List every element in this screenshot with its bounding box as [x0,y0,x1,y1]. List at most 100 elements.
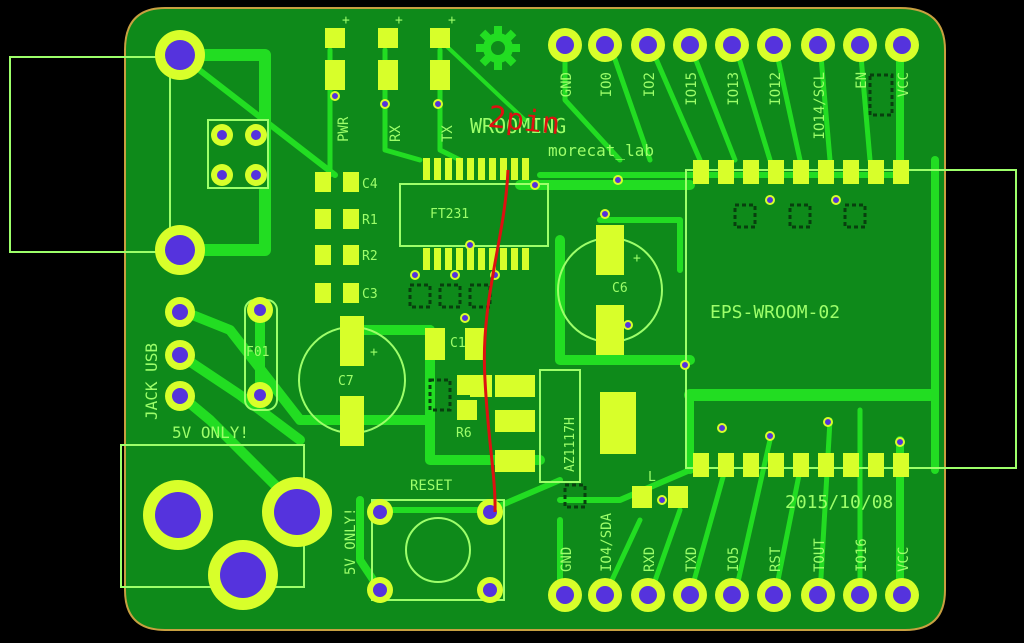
ft231-pin [434,248,441,270]
ft231-pin [489,248,496,270]
header-pin-label: IO2 [642,72,658,97]
author-label: morecat_lab [548,141,654,160]
led-rx-label: RX [388,125,404,142]
c7-polarity-label: + [370,345,378,360]
wroom-pad [793,160,809,184]
smd-pads [315,28,688,508]
silkscreen-labels: WROOMING morecat_lab 2015/10/08 EPS-WROO… [172,13,893,513]
ft231-pins [423,158,529,270]
jack-usb-pins [165,297,273,411]
ft231-pin [467,158,474,180]
ft231-pin [511,248,518,270]
wroom-module-pads [693,160,909,477]
five-v-only-vertical-label: 5V ONLY! [343,508,359,575]
usb-ic-label: FT231 [430,207,469,222]
jack-usb-label: JACK USB [142,343,161,420]
ft231-pin [522,248,529,270]
header-pin-drill [851,586,869,604]
wroom-pad [718,160,734,184]
r6-label: R6 [456,426,472,441]
header-pin-drill [723,36,741,54]
header-pin-drill [556,586,574,604]
c6-label: C6 [612,281,628,296]
header-pin-label: IO13 [726,72,742,106]
header-pin-drill [809,586,827,604]
wroom-pad [743,160,759,184]
date-label: 2015/10/08 [785,492,893,513]
r1-label: R1 [362,213,378,228]
header-pin-label: RXD [642,547,658,572]
header-pin-drill [639,586,657,604]
header-pin-label: IO14/SCL [812,72,828,139]
power-connector [207,119,269,189]
mount-pads [143,30,332,610]
regulator-label: AZ1117H [563,417,578,472]
wroom-pad [893,160,909,184]
red-annotation: 2pin [482,100,562,513]
header-bottom-pins [548,578,919,612]
header-pin-drill [556,36,574,54]
wroom-pad [843,160,859,184]
ft231-pin [445,158,452,180]
vias [330,91,905,505]
wroom-pad [793,453,809,477]
ft231-pin [478,158,485,180]
vertical-labels: PWR RX TX JACK USB 5V ONLY! AZ1117H [142,116,578,575]
header-pin-label: RST [768,546,784,572]
wroom-pad [818,453,834,477]
wroom-pad [693,453,709,477]
five-v-only-label: 5V ONLY! [172,423,249,442]
ft231-pin [423,158,430,180]
header-pin-label: VCC [896,72,912,97]
c6-polarity-label: + [633,251,641,266]
header-pin-drill [681,36,699,54]
led-tx-plus: + [448,13,456,28]
ft231-pin [445,248,452,270]
solder-mask-pads [408,73,894,509]
header-pin-label: TXD [684,547,700,572]
ft231-pin [456,158,463,180]
led-tx-label: TX [440,125,456,142]
ft231-pin [456,248,463,270]
led-pwr-plus: + [342,13,350,28]
wroom-pad [743,453,759,477]
header-pin-label: GND [559,547,575,572]
wroom-pad [693,160,709,184]
annotation-stroke [482,169,510,513]
c7-label: C7 [338,374,354,389]
wroom-pad [868,453,884,477]
wroom-pad [868,160,884,184]
header-pin-drill [681,586,699,604]
ft231-pin [489,158,496,180]
wroom-pad [843,453,859,477]
c1-label: C1 [450,336,466,351]
wroom-pad [893,453,909,477]
annotation-text: 2pin [486,100,562,142]
oshw-gear-icon [476,26,520,70]
ft231-pin [423,248,430,270]
header-pin-drill [765,586,783,604]
header-pin-drill [809,36,827,54]
ft231-pin [522,158,529,180]
header-pin-label: IO12 [768,72,784,106]
ft231-pin [511,158,518,180]
header-pin-drill [893,36,911,54]
led-rx-plus: + [395,13,403,28]
header-pin-label: IO16 [854,538,870,572]
header-pin-drill [639,36,657,54]
reset-label: RESET [410,478,453,494]
ft231-pin [467,248,474,270]
header-pin-label: VCC [896,547,912,572]
header-pin-drill [851,36,869,54]
led-pwr-label: PWR [336,116,352,142]
ft231-pin [500,248,507,270]
header-pin-drill [596,36,614,54]
module-label: EPS-WROOM-02 [710,302,840,323]
header-pin-drill [765,36,783,54]
brand-label: WROOMING [470,114,566,138]
header-pin-label: TOUT [812,538,828,572]
